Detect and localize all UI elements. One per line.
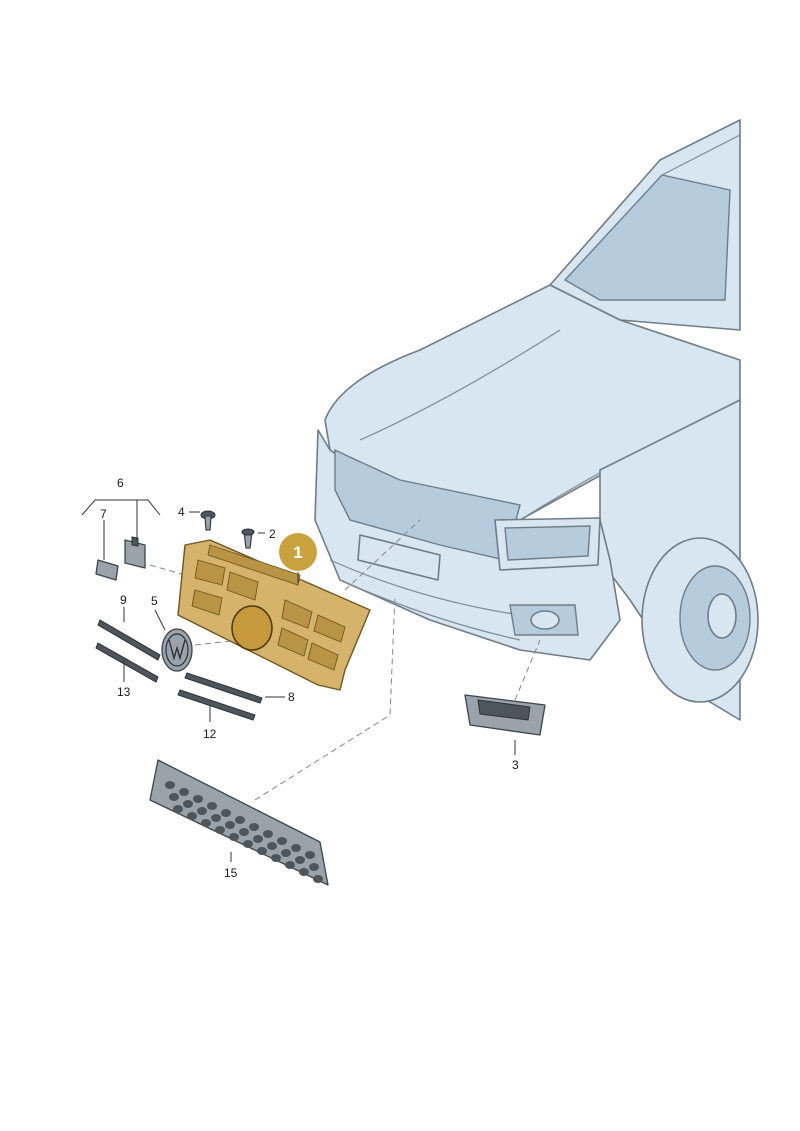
honeycomb-cell [173, 805, 183, 813]
grille-slots [191, 544, 346, 671]
radiator-grille[interactable] [177, 539, 371, 691]
screw-icon[interactable] [200, 510, 216, 531]
honeycomb-cell [193, 795, 203, 803]
honeycomb-cell [295, 856, 305, 864]
honeycomb-cell [309, 863, 319, 871]
callout-13-label: 13 [117, 685, 131, 699]
callout-7-label: 7 [100, 507, 107, 521]
callout-6-label: 6 [117, 476, 124, 490]
honeycomb-pattern [165, 781, 323, 883]
honeycomb-cell [187, 812, 197, 820]
honeycomb-cell [229, 833, 239, 841]
trim-strip-13[interactable] [95, 642, 159, 683]
honeycomb-cell [299, 868, 309, 876]
honeycomb-cell [221, 809, 231, 817]
honeycomb-cell [305, 851, 315, 859]
honeycomb-cell [267, 842, 277, 850]
callout-1-badge [279, 533, 317, 571]
lettering-emblem[interactable] [95, 559, 119, 581]
callout-4-label: 4 [178, 505, 185, 519]
honeycomb-cell [249, 823, 259, 831]
honeycomb-cell [281, 849, 291, 857]
callout-3-label: 3 [512, 758, 519, 772]
trim-strip-8[interactable] [184, 672, 263, 704]
assembly-lines [149, 519, 541, 801]
honeycomb-cell [291, 844, 301, 852]
honeycomb-cell [197, 807, 207, 815]
honeycomb-cell [239, 828, 249, 836]
honeycomb-cell [211, 814, 221, 822]
honeycomb-cell [263, 830, 273, 838]
honeycomb-cell [225, 821, 235, 829]
fog-lamp-trim[interactable] [464, 694, 546, 736]
bracket-icon[interactable] [124, 536, 146, 569]
callout-2-label: 2 [269, 527, 276, 541]
honeycomb-cell [215, 826, 225, 834]
honeycomb-cell [253, 835, 263, 843]
honeycomb-cell [207, 802, 217, 810]
trim-strip-12[interactable] [177, 689, 256, 721]
callout-12-label: 12 [203, 727, 217, 741]
honeycomb-cell [313, 875, 323, 883]
honeycomb-cell [271, 854, 281, 862]
honeycomb-lower-grille[interactable] [149, 759, 329, 886]
honeycomb-cell [183, 800, 193, 808]
callout-5-label: 5 [151, 594, 158, 608]
callout-1-label: 1 [293, 543, 302, 562]
honeycomb-cell [179, 788, 189, 796]
honeycomb-cell [243, 840, 253, 848]
vw-emblem[interactable] [161, 628, 193, 672]
front-wheel [641, 537, 759, 703]
honeycomb-cell [165, 781, 175, 789]
honeycomb-cell [235, 816, 245, 824]
honeycomb-cell [285, 861, 295, 869]
vehicle-front-illustration [314, 119, 759, 721]
honeycomb-cell [169, 793, 179, 801]
honeycomb-cell [201, 819, 211, 827]
honeycomb-cell [277, 837, 287, 845]
grille-emblem-ring [231, 605, 273, 651]
callout-8-label: 8 [288, 690, 295, 704]
leader-lines [81, 499, 516, 862]
trim-strip-9[interactable] [97, 619, 161, 661]
callout-1[interactable]: 1 [279, 533, 317, 571]
clip-icon[interactable] [241, 528, 255, 549]
callout-15-label: 15 [224, 866, 238, 880]
honeycomb-cell [257, 847, 267, 855]
callout-9-label: 9 [120, 593, 127, 607]
